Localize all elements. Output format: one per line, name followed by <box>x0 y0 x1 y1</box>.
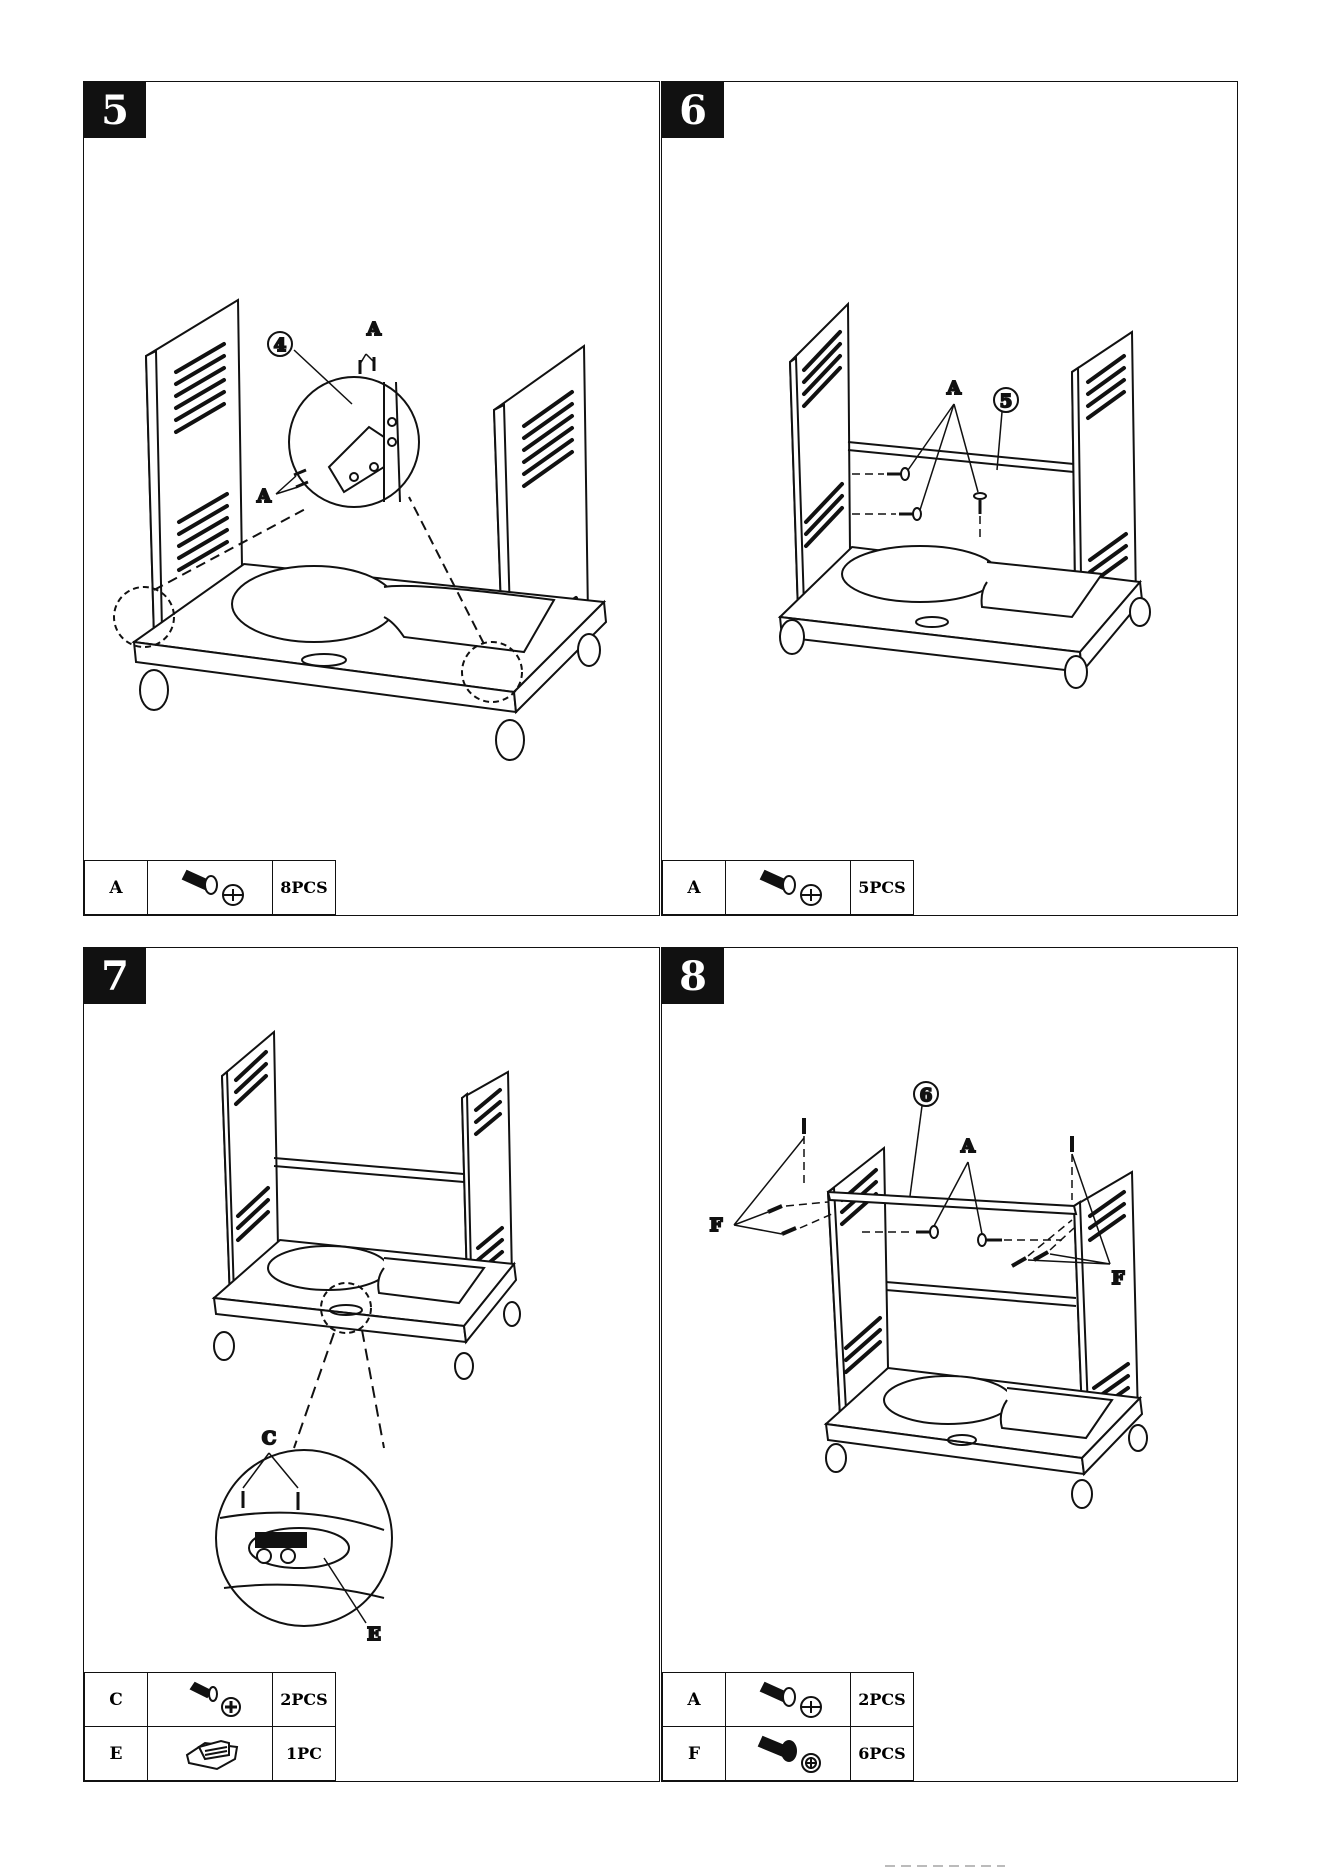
step-7-parts-table: C 2PCS E <box>84 1672 336 1781</box>
step-6-panel: A 5 6 A 5PCS <box>661 81 1238 916</box>
step-6-callout-a: A <box>946 378 962 399</box>
part-code: F <box>663 1727 726 1781</box>
step-5-callout-a-top: A <box>366 319 382 340</box>
step-5-parts-table: A 8PCS <box>84 860 336 915</box>
step-7-illustration: C E <box>84 948 661 1723</box>
step-8-panel: A 6 F F 8 A 2PCS F <box>661 947 1238 1782</box>
flat-head-screw-icon <box>726 1673 851 1727</box>
assembly-steps-grid: A A 4 5 A 8PCS <box>83 81 1241 1769</box>
step-8-illustration: A 6 F F <box>662 948 1239 1723</box>
step-8-parts-table: A 2PCS F <box>662 1672 914 1781</box>
part-code: A <box>663 1673 726 1727</box>
parts-row: A 2PCS <box>663 1673 914 1727</box>
step-5-callout-a-left: A <box>256 486 272 507</box>
step-5-number: 5 <box>84 82 146 138</box>
step-5-callout-part-4: 4 <box>274 335 287 356</box>
flat-head-screw-icon <box>726 861 851 915</box>
part-quantity: 2PCS <box>273 1673 336 1727</box>
step-8-callout-f-left: F <box>710 1215 723 1236</box>
step-6-parts-table: A 5PCS <box>662 860 914 915</box>
step-7-panel: C E 7 C 2PCS E <box>83 947 660 1782</box>
part-quantity: 8PCS <box>273 861 336 915</box>
part-quantity: 2PCS <box>851 1673 914 1727</box>
step-6-illustration: A 5 <box>662 82 1239 857</box>
step-7-number: 7 <box>84 948 146 1004</box>
step-7-callout-c: C <box>262 1428 276 1449</box>
magnet-catch-icon <box>148 1727 273 1781</box>
phillips-screw-icon <box>148 1673 273 1727</box>
flat-head-screw-icon <box>148 861 273 915</box>
part-code: A <box>663 861 726 915</box>
step-5-illustration: A A 4 <box>84 82 661 857</box>
parts-row: A 8PCS <box>85 861 336 915</box>
part-code: E <box>85 1727 148 1781</box>
parts-row: A 5PCS <box>663 861 914 915</box>
phillips-bolt-icon <box>726 1727 851 1781</box>
parts-row: C 2PCS <box>85 1673 336 1727</box>
parts-row: E 1PC <box>85 1727 336 1781</box>
step-6-callout-part-5: 5 <box>1000 391 1013 412</box>
footer-rule <box>885 1864 1005 1868</box>
part-quantity: 6PCS <box>851 1727 914 1781</box>
part-quantity: 1PC <box>273 1727 336 1781</box>
step-8-callout-part-6: 6 <box>920 1085 933 1106</box>
part-code: C <box>85 1673 148 1727</box>
step-7-callout-e: E <box>367 1624 381 1645</box>
step-8-callout-f-right: F <box>1112 1268 1125 1289</box>
step-8-callout-a: A <box>960 1136 976 1157</box>
parts-row: F 6PCS <box>663 1727 914 1781</box>
part-quantity: 5PCS <box>851 861 914 915</box>
step-6-number: 6 <box>662 82 724 138</box>
step-8-number: 8 <box>662 948 724 1004</box>
part-code: A <box>85 861 148 915</box>
step-5-panel: A A 4 5 A 8PCS <box>83 81 660 916</box>
